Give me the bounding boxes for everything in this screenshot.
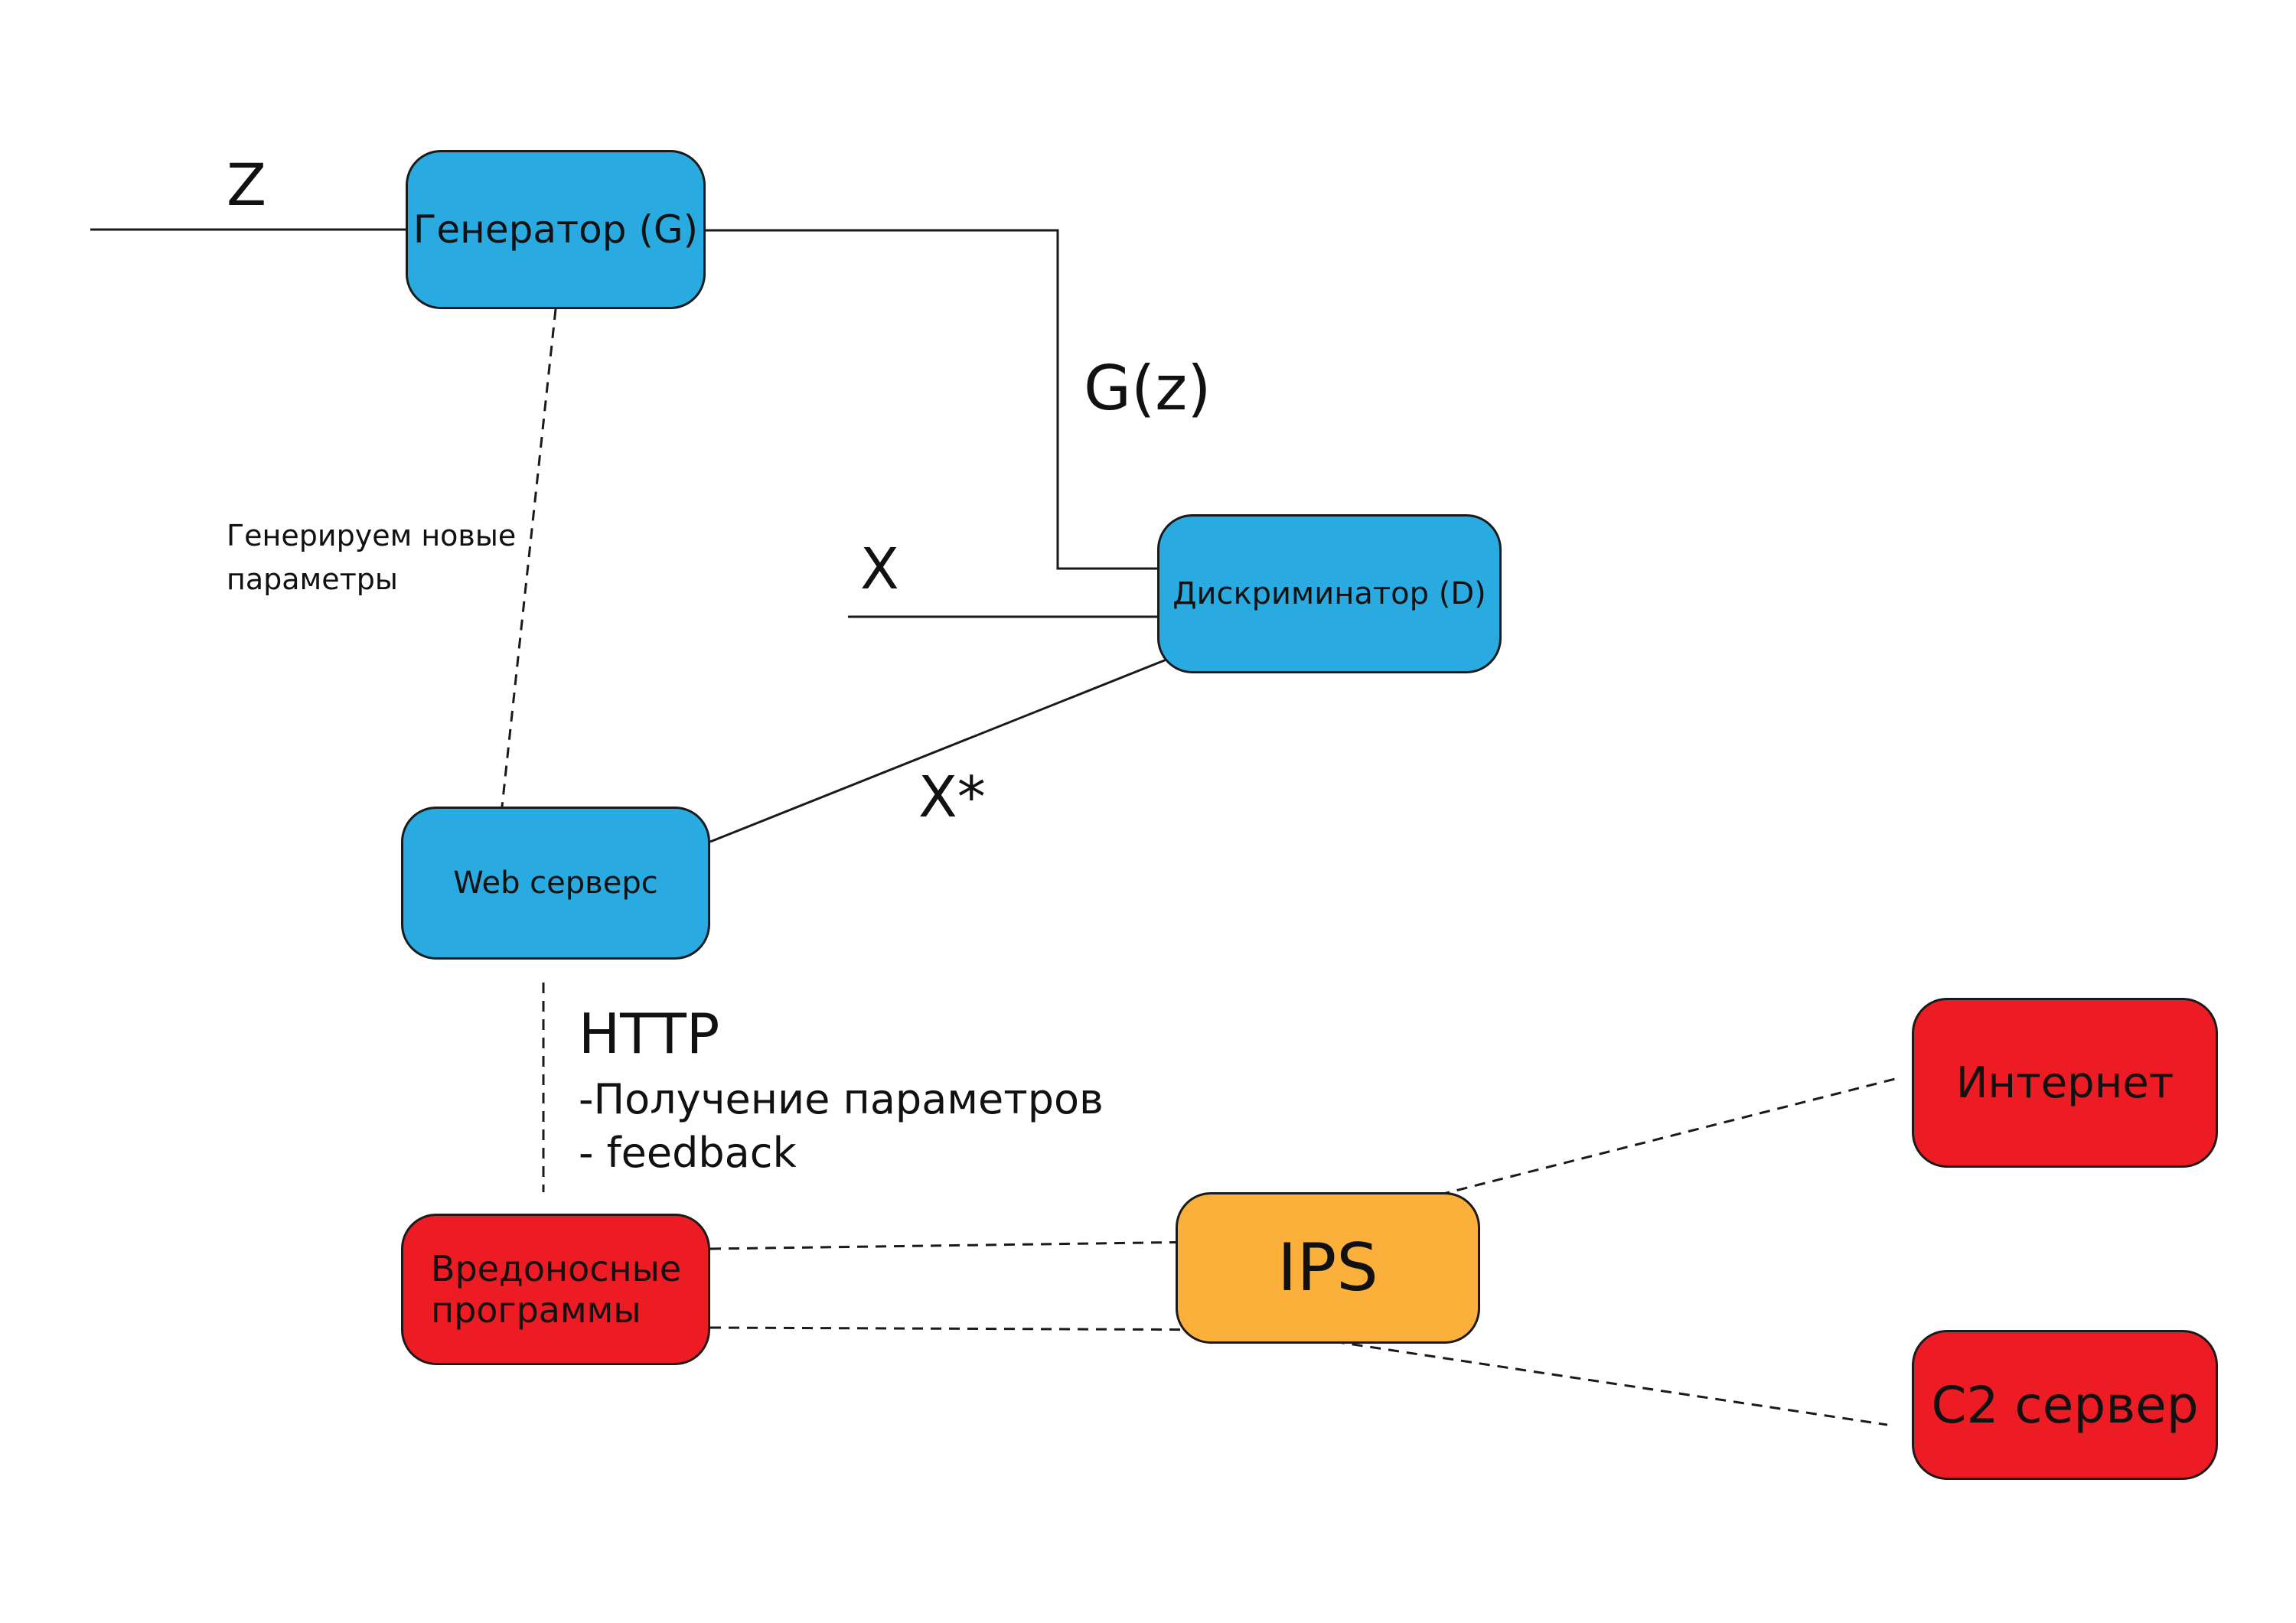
z-label: Z [227, 151, 267, 219]
web-server-label: Web серверс [453, 865, 658, 901]
x-star-label: X* [918, 764, 986, 830]
internet-node[interactable]: Интернет [1912, 998, 2218, 1168]
http-items-label: -Получение параметров - feedback [579, 1075, 1104, 1178]
x-label: X [860, 536, 899, 602]
generator-label: Генератор (G) [413, 207, 699, 252]
feedback-dashed-line [501, 308, 557, 807]
ips-node[interactable]: IPS [1176, 1192, 1480, 1344]
malware-label: Вредоносные программы [431, 1248, 682, 1331]
gz-label: G(z) [1084, 353, 1212, 424]
internet-label: Интернет [1955, 1058, 2174, 1108]
web-server-node[interactable]: Web серверс [401, 807, 710, 960]
ips-label: IPS [1277, 1230, 1378, 1306]
c2-server-node[interactable]: С2 сервер [1912, 1330, 2218, 1480]
discriminator-node[interactable]: Дискриминатор (D) [1157, 514, 1502, 673]
gz-connector [706, 229, 1157, 570]
c2-server-label: С2 сервер [1931, 1375, 2199, 1435]
http-title-label: HTTP [579, 1002, 720, 1066]
generate-params-label: Генерируем новые параметры [227, 519, 517, 596]
discriminator-label: Дискриминатор (D) [1172, 576, 1486, 611]
generator-node[interactable]: Генератор (G) [406, 150, 706, 309]
malware-node[interactable]: Вредоносные программы [401, 1214, 710, 1365]
x-star-connector [709, 658, 1167, 843]
